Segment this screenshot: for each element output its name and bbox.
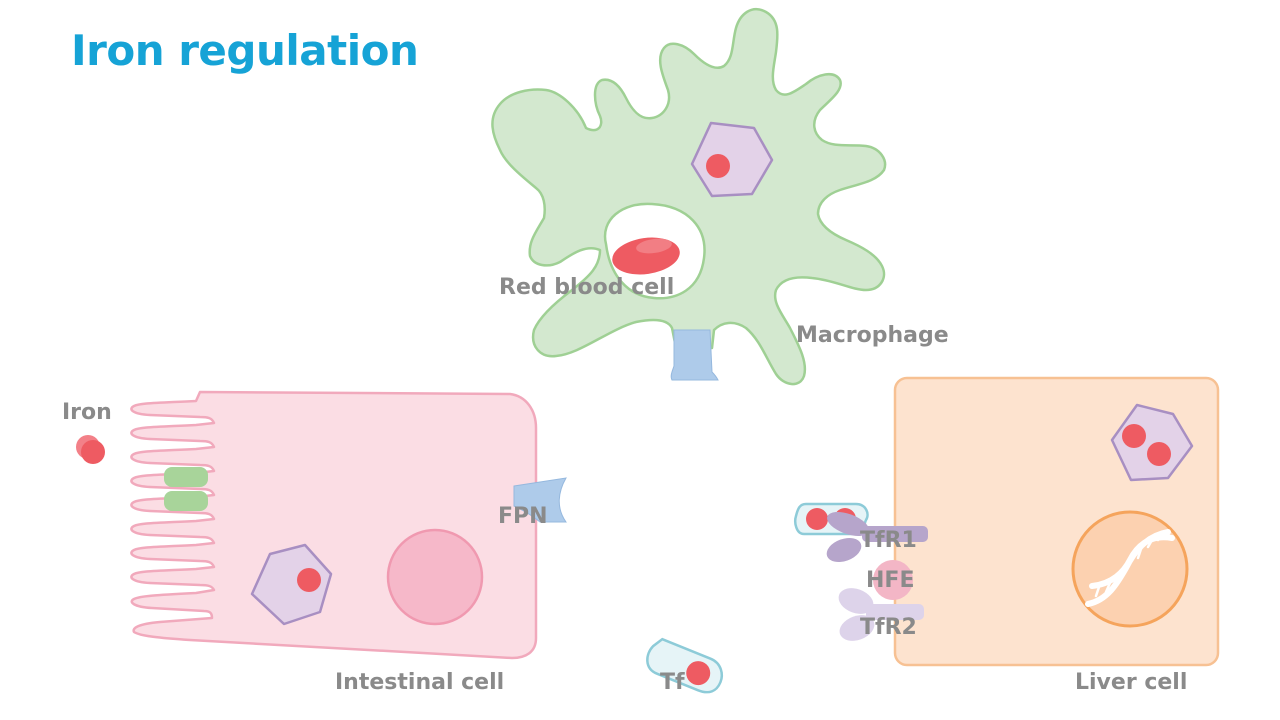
page-title: Iron regulation <box>71 26 419 75</box>
label-fpn: FPN <box>498 504 548 529</box>
tfr1-receptor <box>826 537 862 563</box>
free-iron <box>76 435 105 464</box>
ferritin-icon <box>250 543 333 626</box>
ferritin-icon <box>690 121 774 198</box>
label-iron: Iron <box>62 400 112 425</box>
red-blood-cell-highlight <box>636 238 672 254</box>
label-tfr2: TfR2 <box>860 615 917 640</box>
label-red-blood-cell: Red blood cell <box>499 275 675 300</box>
tfr2-receptor <box>839 615 875 641</box>
intestinal-cell-body <box>130 390 538 660</box>
label-intestinal-cell: Intestinal cell <box>335 670 505 695</box>
intestinal-nucleus <box>386 528 484 626</box>
label-liver-cell: Liver cell <box>1075 670 1188 695</box>
tfr2-receptor <box>838 588 874 614</box>
dmt1-transporter-bottom <box>164 491 208 511</box>
macrophage <box>491 7 887 386</box>
dna-icon <box>1085 529 1175 607</box>
label-tf: Tf <box>660 670 685 695</box>
iron-atom-icon <box>1147 442 1171 466</box>
tfr1-stalk <box>862 526 928 542</box>
ferritin-icon <box>1110 403 1194 482</box>
iron-atom-icon <box>81 440 105 464</box>
tfr2-stalk <box>866 604 924 620</box>
iron-atom-icon <box>706 154 730 178</box>
receptor-complex <box>794 502 928 641</box>
label-hfe: HFE <box>866 568 915 593</box>
dmt1-transporter-top <box>164 467 208 487</box>
iron-atom-icon <box>686 661 711 686</box>
tfr1-receptor <box>827 511 869 537</box>
liver-nucleus <box>1071 510 1189 628</box>
macrophage-body <box>491 7 887 386</box>
hfe-protein <box>873 560 913 600</box>
liver-cell <box>893 376 1220 667</box>
intestinal-cell <box>130 390 567 660</box>
label-tfr1: TfR1 <box>860 528 917 553</box>
iron-atom-icon <box>297 568 321 592</box>
iron-atom-icon <box>1122 424 1146 448</box>
macrophage-ferroportin <box>670 329 719 381</box>
intestinal-ferroportin <box>513 477 567 523</box>
transferrin-free <box>646 637 724 694</box>
label-macrophage: Macrophage <box>796 323 949 348</box>
iron-atom-icon <box>806 508 828 530</box>
